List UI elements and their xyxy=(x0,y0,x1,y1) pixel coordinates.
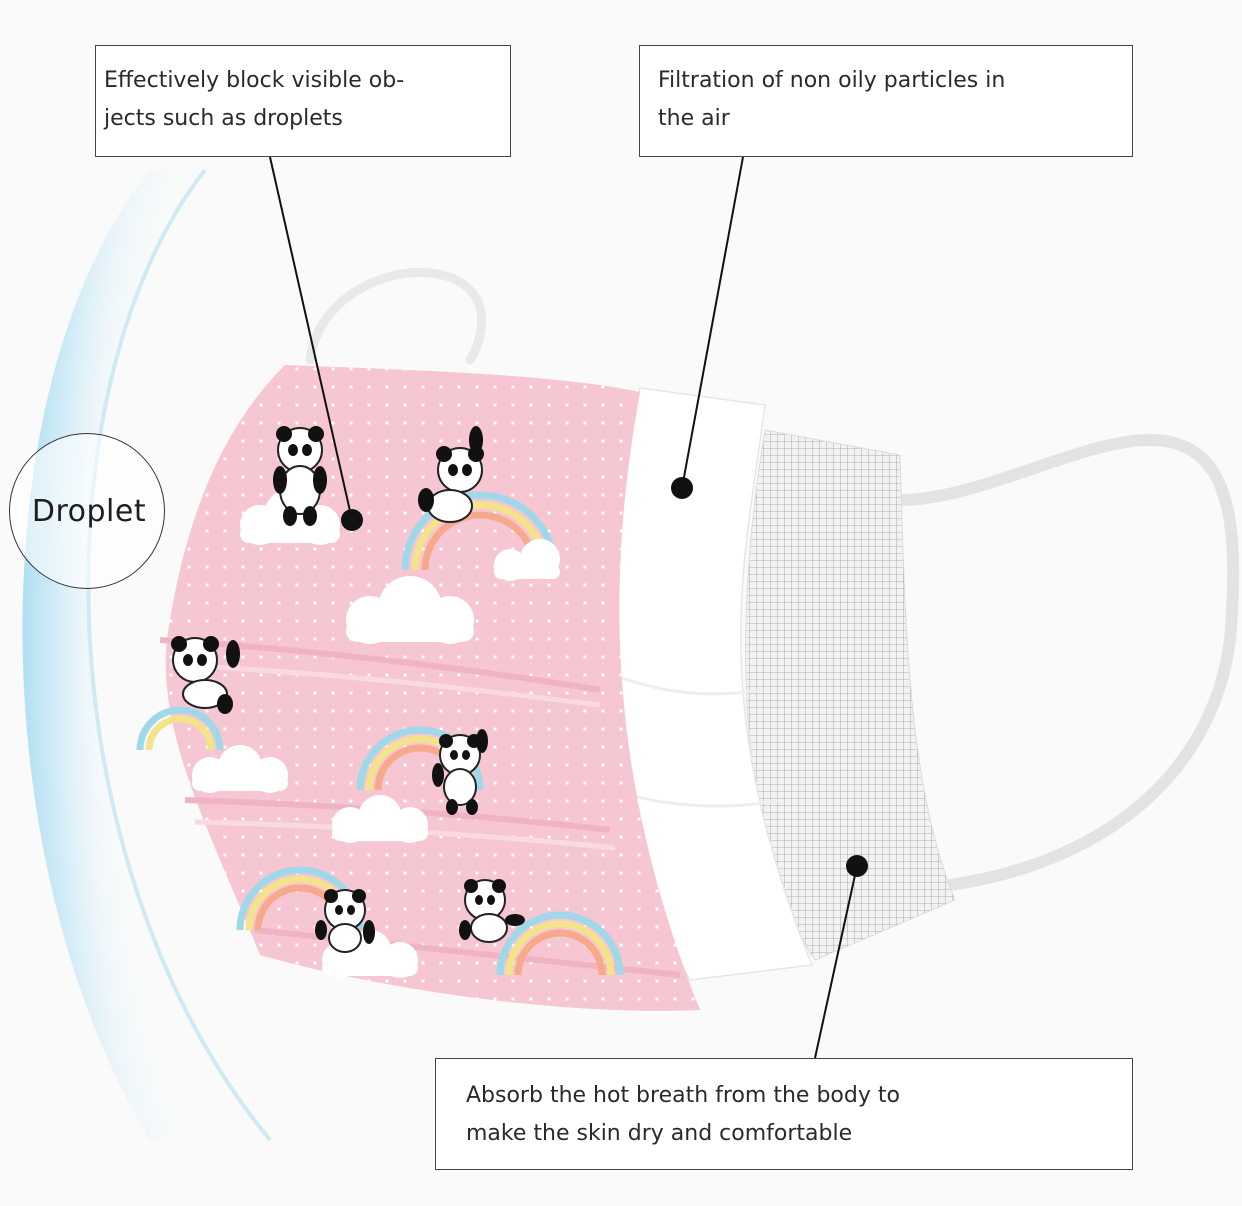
droplet-circle: Droplet xyxy=(9,433,165,589)
callout-text-line: jects such as droplets xyxy=(104,106,343,131)
anchor-dot-outer xyxy=(341,509,363,531)
droplet-label: Droplet xyxy=(31,493,147,529)
callout-inner-layer: Absorb the hot breath from the body to m… xyxy=(435,1058,1133,1170)
inner-layer xyxy=(745,429,956,961)
anchor-dot-inner xyxy=(846,855,868,877)
callout-text-line: Absorb the hot breath from the body to xyxy=(466,1083,900,1108)
panda-decorations xyxy=(171,426,525,953)
callout-text-line: Effectively block visible ob- xyxy=(104,68,405,93)
outer-layer xyxy=(165,365,700,1011)
ear-loop-right xyxy=(894,433,1240,891)
anchor-dot-middle xyxy=(671,477,693,499)
callout-outer-layer: Effectively block visible ob- jects such… xyxy=(95,45,511,157)
leader-lines xyxy=(269,156,868,1059)
callout-text-line: Filtration of non oily particles in xyxy=(658,68,1006,93)
callout-text-line: make the skin dry and comfortable xyxy=(466,1121,853,1146)
ear-loop-top xyxy=(305,267,487,365)
callout-text-line: the air xyxy=(658,106,730,131)
callout-middle-layer: Filtration of non oily particles in the … xyxy=(639,45,1133,157)
droplet-shield-arc xyxy=(22,170,270,1140)
